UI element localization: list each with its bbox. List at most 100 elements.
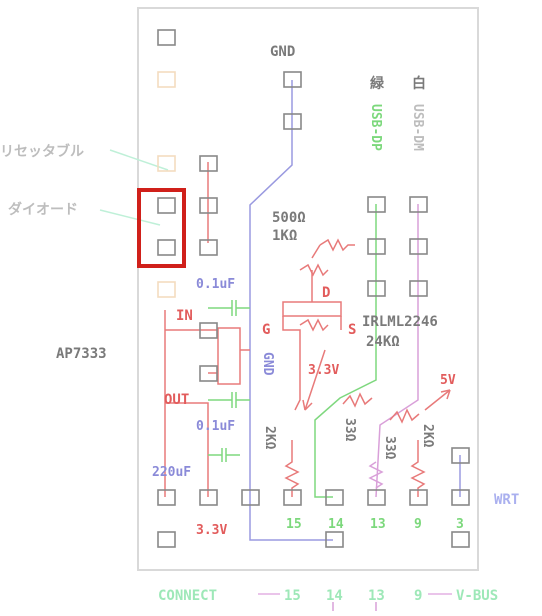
- label-res-33a: 33Ω: [342, 418, 357, 442]
- pad: [157, 197, 176, 214]
- label-res-2k-right: 2KΩ: [420, 424, 435, 448]
- pad: [283, 113, 302, 130]
- pad: [325, 489, 344, 506]
- diode-pointer: [99, 209, 161, 226]
- regulator-body: [217, 327, 241, 385]
- label-vbus: V-BUS: [456, 588, 498, 604]
- arrow-33v: [304, 349, 326, 411]
- pad: [283, 489, 302, 506]
- pad: [283, 71, 302, 88]
- label-gnd-top: GND: [270, 44, 295, 60]
- label-pin-9: 9: [414, 517, 422, 532]
- usb-dp-trace: [314, 204, 377, 498]
- cap-top-trace: [208, 300, 250, 316]
- arrow-5v: [424, 389, 451, 411]
- out-link-trace: [165, 402, 209, 497]
- label-v33-mid: 3.3V: [308, 363, 339, 378]
- pad: [199, 155, 218, 172]
- label-bus-13: 13: [368, 588, 385, 604]
- pad: [409, 489, 428, 506]
- label-cap-01-bottom: 0.1uF: [196, 419, 235, 434]
- label-res-2k-left: 2KΩ: [262, 426, 277, 450]
- label-cap-01-top: 0.1uF: [196, 277, 235, 292]
- res-500-zigzag: [319, 238, 355, 252]
- label-gnd-vertical: GND: [260, 352, 275, 376]
- label-pin-15: 15: [286, 517, 302, 532]
- label-res-1k: 1KΩ: [272, 228, 297, 244]
- label-bus-9: 9: [414, 588, 422, 604]
- arrow-5v-head: [440, 389, 451, 400]
- label-connect: CONNECT: [158, 588, 217, 604]
- diode-highlight: [137, 188, 186, 268]
- label-v5: 5V: [440, 373, 456, 388]
- label-cap-220: 220uF: [152, 465, 191, 480]
- pink-res-zigzag: [368, 461, 384, 489]
- pad: [199, 197, 218, 214]
- pad: [157, 155, 176, 172]
- label-pin-14: 14: [328, 517, 344, 532]
- label-out: OUT: [164, 392, 189, 408]
- res-2k-left-zigzag: [284, 440, 300, 497]
- pad: [157, 239, 176, 256]
- pad: [409, 280, 428, 297]
- mosfet-gate: [282, 294, 313, 411]
- pad: [157, 281, 176, 298]
- pad: [325, 531, 344, 548]
- pads: [157, 29, 470, 548]
- cap-bottom-trace: [208, 392, 250, 408]
- pad: [157, 489, 176, 506]
- pad: [367, 489, 386, 506]
- label-pin-3: 3: [456, 517, 464, 532]
- pad: [199, 322, 218, 339]
- label-pin-d: D: [322, 285, 330, 301]
- pad: [157, 71, 176, 88]
- pad: [451, 531, 470, 548]
- pad: [367, 238, 386, 255]
- label-res-500: 500Ω: [272, 210, 306, 226]
- label-pin-s: S: [348, 322, 356, 338]
- pad: [367, 196, 386, 213]
- label-usb-dm: USB-DM: [410, 104, 425, 151]
- mosfet-res-zigzag: [299, 318, 329, 332]
- usb-dm-trace: [375, 204, 419, 498]
- res-link: [311, 244, 321, 294]
- label-res-33b: 33Ω: [382, 436, 397, 460]
- res-33a-zigzag: [342, 392, 373, 408]
- label-bus-15: 15: [284, 588, 301, 604]
- arrow-33v-head: [302, 399, 313, 411]
- label-diode: ダイオード: [8, 201, 78, 218]
- pad: [157, 29, 176, 46]
- label-v33-bottom: 3.3V: [196, 523, 227, 538]
- label-regulator: AP7333: [56, 346, 107, 362]
- pad: [367, 280, 386, 297]
- pad: [451, 447, 470, 464]
- gnd-trace: [249, 80, 333, 541]
- bus-stub-14: [332, 602, 377, 611]
- label-pin-13: 13: [370, 517, 386, 532]
- label-res-24k: 24KΩ: [366, 334, 400, 350]
- pad: [241, 489, 260, 506]
- pad: [199, 489, 218, 506]
- res-33b-zigzag: [389, 408, 420, 424]
- pad: [199, 239, 218, 256]
- cap-220-trace: [208, 448, 240, 462]
- label-usb-dp: USB-DP: [368, 104, 383, 151]
- label-wrt: WRT: [494, 492, 519, 508]
- res-2k-right-zigzag: [410, 440, 426, 497]
- label-resettable: リセッタブル: [0, 143, 84, 160]
- label-white-head: 白: [412, 75, 426, 92]
- mosfet-body: [282, 301, 342, 317]
- pad: [451, 489, 470, 506]
- label-in: IN: [176, 308, 193, 324]
- label-pin-g: G: [262, 322, 270, 338]
- pad: [199, 365, 218, 382]
- board-outline: [137, 7, 479, 571]
- label-mosfet: IRLML2246: [362, 314, 438, 330]
- pad: [409, 196, 428, 213]
- res-1k-zigzag: [299, 263, 329, 277]
- label-bus-14: 14: [326, 588, 343, 604]
- label-green-head: 緑: [370, 75, 385, 92]
- pad: [409, 238, 428, 255]
